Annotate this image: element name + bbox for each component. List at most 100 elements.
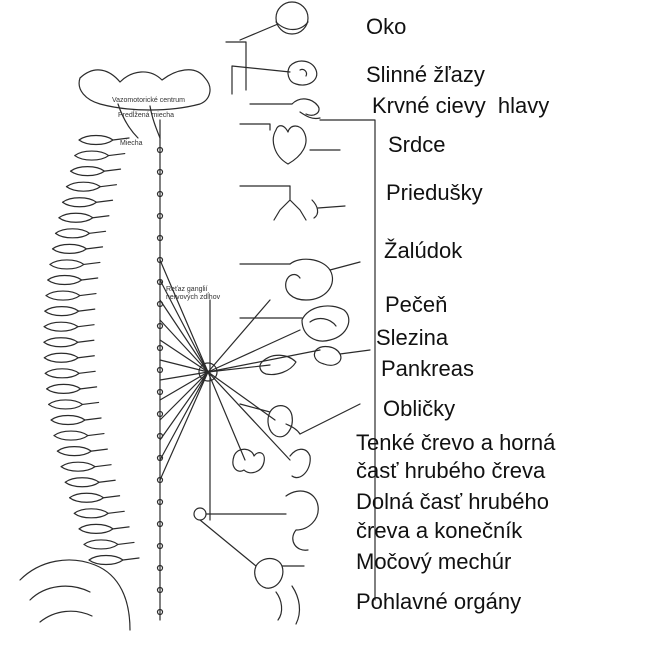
bladder-nerve (199, 519, 305, 567)
eye-lid (275, 21, 309, 31)
vertebra (88, 554, 140, 566)
vertebra (73, 508, 125, 519)
vertebra (64, 477, 116, 488)
vertebra (51, 243, 104, 254)
ganglion-branch (207, 299, 271, 373)
splanchnic-line (159, 371, 209, 421)
label-tenke-crevo-2: časť hrubého čreva (356, 458, 546, 483)
ganglion-dot (156, 498, 164, 506)
eye-nerve (225, 23, 279, 91)
ganglion-dot (156, 542, 164, 550)
label-oblicky: Obličky (383, 396, 456, 421)
vertebra (50, 414, 102, 426)
vertebra (56, 446, 108, 457)
genitals-icon (275, 585, 301, 625)
vasomotor-center-label: Vazomotorické centrum (112, 97, 186, 104)
label-krvne-cievy-hlavy: Krvné cievy hlavy (372, 93, 550, 118)
bronchi-nerve (239, 185, 346, 209)
vertebra (69, 166, 122, 177)
celiac-ganglion (198, 362, 218, 382)
kidney-nerve (239, 403, 361, 435)
ganglion-dot (156, 234, 164, 242)
ganglion-dot (156, 476, 164, 484)
ganglion-dot (156, 168, 164, 176)
vertebra (74, 150, 126, 161)
vertebra (49, 259, 101, 270)
ganglion-dot (156, 608, 164, 616)
ganglion-dot (156, 366, 164, 374)
liver-icon (301, 305, 350, 342)
bladder-icon (254, 557, 284, 589)
ganglion-dot (156, 564, 164, 572)
vertebra (78, 523, 130, 534)
vertebra (53, 430, 105, 441)
vertebra (46, 383, 98, 394)
label-dolna-cast-1: Dolná časť hrubého (356, 489, 549, 514)
splanchnic-nerves (159, 259, 321, 481)
splanchnic-line (159, 371, 209, 481)
vertebra (58, 212, 110, 223)
ganglion-chain-label: Reťaz ganglií nervových zdĺhov (166, 286, 221, 301)
splanchnic-line (159, 299, 209, 373)
sacrum (19, 559, 131, 631)
ganglion-dot (156, 322, 164, 330)
heart-nerve (239, 123, 341, 151)
ganglion-dot (156, 586, 164, 594)
kidneys-icon (267, 405, 301, 438)
splanchnic-line (159, 319, 209, 373)
label-slezina: Slezina (376, 325, 449, 350)
ganglion-dot (156, 146, 164, 154)
label-srdce: Srdce (388, 132, 446, 157)
head-vessels-icon (291, 98, 321, 120)
spleen-icon (313, 345, 342, 366)
salivary-glands-icon (287, 60, 318, 86)
vertebra (78, 134, 130, 146)
splanchnic-line (159, 279, 209, 373)
pancreas-icon (259, 354, 297, 376)
ganglion-chain-dots (156, 146, 164, 616)
label-pohlavne-organy: Pohlavné orgány (356, 589, 522, 614)
label-zaludok: Žalúdok (384, 238, 463, 263)
label-dolna-cast-2: čreva a konečník (356, 518, 523, 543)
vertebra (44, 306, 96, 317)
splanchnic-line (159, 339, 209, 373)
spinal-cord-label: Miecha (120, 140, 143, 147)
ganglion-dot (156, 190, 164, 198)
label-priedusky: Priedušky (386, 180, 483, 205)
label-slinne-zlazy: Slinné žľazy (366, 62, 485, 87)
eye-icon (275, 1, 309, 35)
pancreas-nerve (339, 349, 371, 355)
splanchnic-line (159, 371, 209, 461)
brainstem (117, 103, 161, 139)
ganglion-branch (207, 371, 246, 461)
ganglion-dot (156, 344, 164, 352)
bronchi-icon (273, 185, 319, 221)
vertebra (45, 290, 97, 301)
ganglion-branch (207, 349, 321, 373)
vertebra (47, 274, 99, 286)
vertebra (43, 352, 95, 363)
splanchnic-line (159, 259, 209, 373)
inferior-ganglion (193, 507, 207, 521)
small-intestine-icon (232, 448, 265, 474)
stomach-icon (285, 258, 334, 301)
label-pankreas: Pankreas (381, 356, 474, 381)
ganglion-branch (207, 371, 291, 461)
label-pecen: Pečeň (385, 292, 448, 317)
ganglion-branch (207, 329, 301, 373)
skull-base (78, 69, 211, 111)
ganglion-dot (156, 388, 164, 396)
vertebra (65, 181, 118, 192)
rectum-icon (285, 490, 319, 551)
vertebra (47, 399, 100, 410)
ganglion-dot (156, 212, 164, 220)
splanchnic-line (159, 359, 209, 373)
label-mocovy-mechur: Močový mechúr (356, 549, 512, 574)
splanchnic-line (159, 371, 209, 441)
ganglion-dot (156, 520, 164, 528)
splanchnic-line (159, 371, 209, 381)
vertebra (43, 337, 95, 348)
ganglion-branch (207, 371, 276, 421)
vertebra (61, 197, 114, 208)
